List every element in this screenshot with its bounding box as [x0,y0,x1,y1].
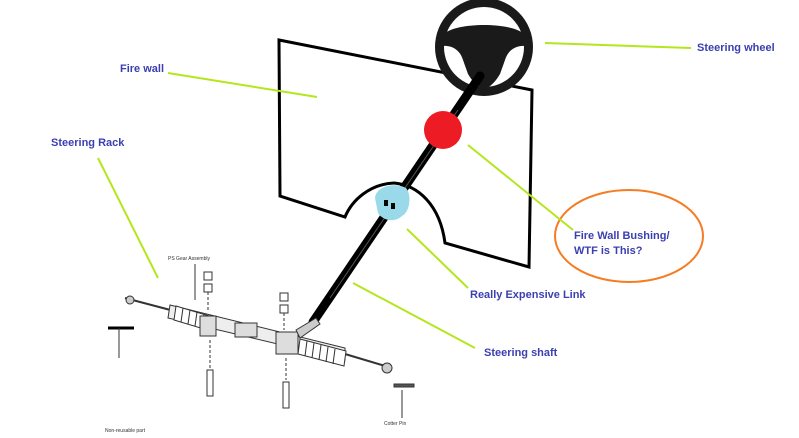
steering-rack-diagram [108,264,415,418]
fire-wall-outline [277,38,534,269]
steering-wheel [435,0,533,96]
ps-gear-assembly-label: PS Gear Assembly [168,256,210,262]
cotter-pin-label: Cotter Pin [384,421,407,427]
leader-expensive-link [406,228,469,289]
leader-steering-wheel [544,42,692,49]
fire-wall-label: Fire wall [120,63,165,75]
bushing-label-line1: Fire Wall Bushing/ [574,230,670,242]
leader-steering-shaft [352,282,476,349]
expensive-link-label: Really Expensive Link [470,289,586,301]
steering-shaft-label: Steering shaft [484,347,558,359]
steering-wheel-label: Steering wheel [697,42,775,54]
leader-bushing [467,144,574,231]
leader-steering-rack [97,157,159,279]
non-reusable-part-label: Non-reusable part [105,428,146,434]
bushing-label-line2: WTF is This? [574,245,643,257]
fire-wall-bushing [424,111,462,149]
leader-fire-wall [167,72,318,98]
expensive-link [375,185,410,221]
steering-rack-label: Steering Rack [51,137,125,149]
bushing-ellipse [554,189,704,283]
